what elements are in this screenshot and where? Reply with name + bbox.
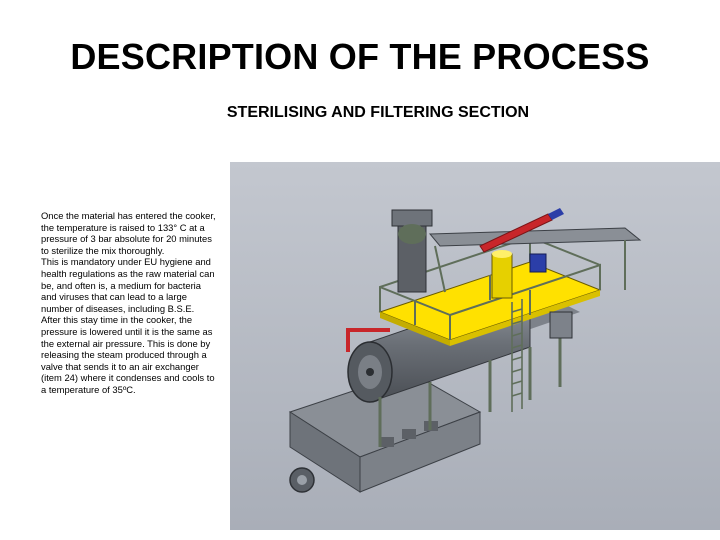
paragraph-regulations: This is mandatory under EU hygiene and h… <box>41 256 215 314</box>
blue-motor <box>529 253 547 273</box>
feed-tower <box>391 209 433 293</box>
page-title: DESCRIPTION OF THE PROCESS <box>70 36 650 77</box>
access-ladder <box>511 299 523 412</box>
inclined-conveyor <box>428 227 642 293</box>
support-frame <box>378 322 562 447</box>
control-cabinet <box>549 311 573 339</box>
sterilizer-illustration <box>230 162 720 530</box>
bottom-trough <box>288 371 482 493</box>
section-subtitle: STERILISING AND FILTERING SECTION <box>226 104 530 121</box>
paragraph-sterilization: Once the material has entered the cooker… <box>41 210 216 256</box>
paragraph-pressure-release: After this stay time in the cooker, the … <box>41 314 215 395</box>
platform-handrail <box>379 235 601 340</box>
overhead-red-duct <box>479 208 564 253</box>
process-description: Once the material has entered the cooker… <box>41 210 219 396</box>
steam-pipe-red <box>346 328 390 352</box>
sterilizer-3d-render <box>230 162 720 530</box>
filter-tank <box>491 250 513 299</box>
